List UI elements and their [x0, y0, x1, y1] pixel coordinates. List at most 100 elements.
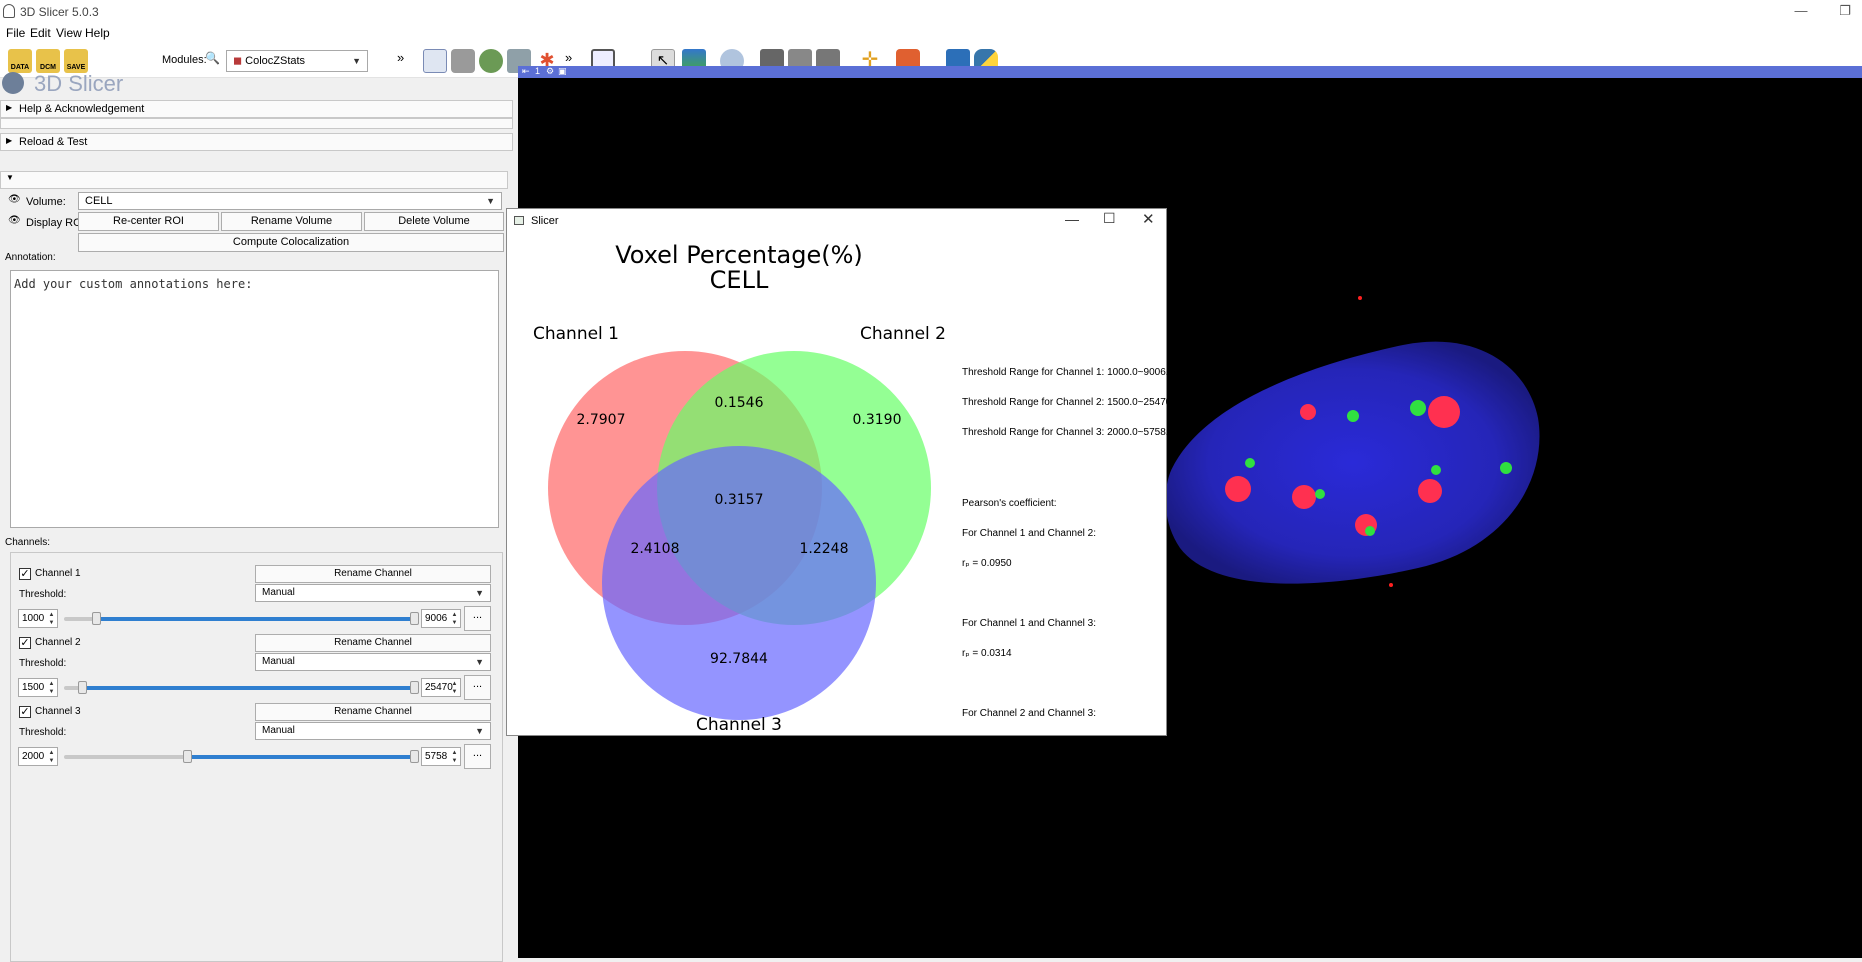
channel-3-max-handle[interactable]	[410, 750, 419, 763]
chart-title: Voxel Percentage(%)	[615, 241, 863, 269]
channel-1-max-value: 9006	[425, 613, 448, 624]
compute-colocalization-button[interactable]: Compute Colocalization	[78, 233, 504, 252]
eye-icon[interactable]: 👁	[8, 194, 21, 205]
channel-1-min-value: 1000	[22, 613, 45, 624]
toolbar-more-icon-2[interactable]: »	[565, 50, 573, 65]
eye-icon[interactable]: 👁	[8, 215, 21, 226]
channel-3-threshold-mode[interactable]: Manual ▼	[255, 722, 491, 740]
channel-2-threshold-label: Threshold:	[19, 658, 67, 669]
annotation-label: Annotation:	[5, 252, 56, 263]
channel-2-range-fill	[81, 686, 414, 690]
spin-arrows-icon[interactable]: ▲▼	[451, 612, 458, 626]
markups-module-icon[interactable]: ✱	[539, 50, 555, 70]
channel-2-threshold-mode[interactable]: Manual ▼	[255, 653, 491, 671]
channel-2-rename-button[interactable]: Rename Channel	[255, 634, 491, 652]
help-section[interactable]: ▶ Help & Acknowledgement	[0, 100, 513, 118]
close-icon[interactable]: ✕	[1142, 211, 1155, 228]
channel-3-rename-button[interactable]: Rename Channel	[255, 703, 491, 721]
channel-1-label: Channel 1	[35, 568, 81, 579]
region-value-6: 1.2248	[800, 541, 849, 557]
chevron-down-icon: ▼	[475, 657, 484, 667]
recenter-roi-button[interactable]: Re-center ROI	[78, 212, 219, 231]
crosshair-icon[interactable]: ✛	[861, 49, 879, 71]
channel-2-min-handle[interactable]	[77, 681, 87, 694]
channel-1-threshold-mode[interactable]: Manual ▼	[255, 584, 491, 602]
venn-circle-3	[602, 446, 876, 720]
volumes-module-icon[interactable]	[451, 49, 475, 73]
rename-volume-button[interactable]: Rename Volume	[221, 212, 362, 231]
green-spot	[1431, 465, 1441, 475]
channel-3-min-spinbox[interactable]: 2000 ▲▼	[18, 747, 58, 766]
search-icon[interactable]: 🔍	[205, 51, 220, 65]
intersection-title: Intersection Coefficient:	[962, 807, 1067, 818]
green-spot	[1410, 400, 1426, 416]
channel-3-checkbox[interactable]: ✓	[19, 706, 31, 718]
spin-arrows-icon[interactable]: ▲▼	[451, 681, 458, 695]
channel-1-threshold-mode-value: Manual	[262, 587, 295, 598]
channel-3-threshold-label: Threshold:	[19, 727, 67, 738]
save-button[interactable]: SAVE	[64, 49, 88, 73]
channel-2-max-handle[interactable]	[410, 681, 419, 694]
restore-icon[interactable]: ❐	[1839, 3, 1851, 18]
models-module-icon[interactable]	[479, 49, 503, 73]
channel-3-max-spinbox[interactable]: 5758 ▲▼	[421, 747, 461, 766]
link-icon[interactable]: ⚙	[546, 66, 555, 76]
menu-view[interactable]: View	[56, 26, 82, 40]
dialog-title: Slicer	[531, 215, 559, 227]
red-spot	[1300, 404, 1316, 420]
channel-3-more-button[interactable]: ...	[464, 744, 491, 769]
channel-2-min-spinbox[interactable]: 1500 ▲▼	[18, 678, 58, 697]
volume-label: Volume:	[26, 196, 66, 208]
minimize-icon[interactable]: —	[1065, 211, 1079, 227]
load-dicom-button[interactable]: DCM	[36, 49, 60, 73]
spin-arrows-icon[interactable]: ▲▼	[48, 681, 55, 695]
channel-1-min-spinbox[interactable]: 1000 ▲▼	[18, 609, 58, 628]
channel-1-max-handle[interactable]	[410, 612, 419, 625]
spin-arrows-icon[interactable]: ▲▼	[451, 750, 458, 764]
channel-1-more-button[interactable]: ...	[464, 606, 491, 631]
channel-3-range-fill	[186, 755, 414, 759]
channel-1-max-spinbox[interactable]: 9006 ▲▼	[421, 609, 461, 628]
menu-edit[interactable]: Edit	[30, 26, 51, 40]
channel-2-more-button[interactable]: ...	[464, 675, 491, 700]
region-value-2: 0.3190	[853, 412, 902, 428]
volume-selector[interactable]: CELL ▼	[78, 192, 502, 210]
channel-3-min-handle[interactable]	[182, 750, 192, 763]
channel-1-rename-button[interactable]: Rename Channel	[255, 565, 491, 583]
pearson-pair-1: For Channel 1 and Channel 2:	[962, 528, 1096, 539]
menu-bar: File Edit View Help	[0, 24, 1862, 42]
data-module-icon[interactable]	[423, 49, 447, 73]
maximize-icon[interactable]: ☐	[1103, 210, 1116, 226]
channel-3-min-value: 2000	[22, 751, 45, 762]
region-value-5: 2.4108	[631, 541, 680, 557]
green-spot	[1500, 462, 1512, 474]
intersection-i3: i3 = 0.0033	[962, 927, 1012, 938]
menu-file[interactable]: File	[6, 26, 26, 40]
channel-2-max-value: 25470	[425, 682, 453, 693]
channel-1-checkbox[interactable]: ✓	[19, 568, 31, 580]
maximize-view-icon[interactable]: ▣	[558, 66, 567, 76]
channel-2-max-spinbox[interactable]: 25470 ▲▼	[421, 678, 461, 697]
spin-arrows-icon[interactable]: ▲▼	[48, 750, 55, 764]
load-data-button[interactable]: DATA	[8, 49, 32, 73]
channel-2-checkbox[interactable]: ✓	[19, 637, 31, 649]
toolbar-more-icon[interactable]: »	[397, 50, 405, 65]
red-spot	[1292, 485, 1316, 509]
volume-selector-value: CELL	[85, 195, 113, 207]
spin-arrows-icon[interactable]: ▲▼	[48, 612, 55, 626]
red-spot	[1225, 476, 1251, 502]
set-label-3: Channel 3	[696, 715, 782, 735]
annotation-textarea[interactable]: Add your custom annotations here:	[10, 270, 499, 528]
menu-help[interactable]: Help	[85, 26, 110, 40]
channel-1-min-handle[interactable]	[91, 612, 101, 625]
pin-icon[interactable]: ⇤	[522, 66, 530, 76]
colocalization-dialog: Slicer — ☐ ✕ Voxel Percentage(%) CELL Ch…	[506, 208, 1180, 938]
parameters-section[interactable]: ▼	[0, 171, 508, 189]
reload-section[interactable]: ▶ Reload & Test	[0, 133, 513, 151]
module-selector[interactable]: ◼ColocZStats ▼	[226, 50, 368, 72]
red-speck	[1389, 583, 1393, 587]
minimize-icon[interactable]: —	[1794, 3, 1808, 18]
delete-volume-button[interactable]: Delete Volume	[364, 212, 504, 231]
green-spot	[1315, 489, 1325, 499]
intersection-i2: i2 = 0.1567	[962, 897, 1012, 908]
